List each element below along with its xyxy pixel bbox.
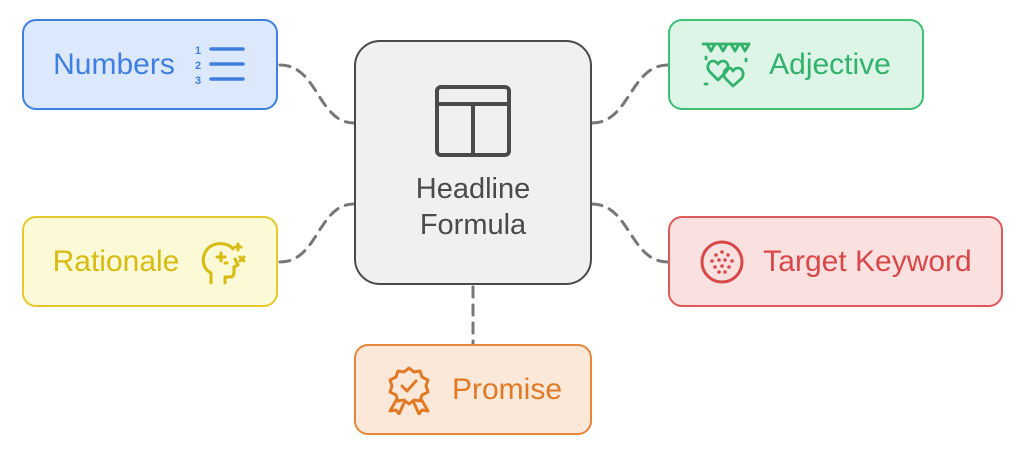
- connector-adjective: [590, 63, 670, 125]
- award-ribbon-icon: [384, 365, 434, 415]
- node-numbers[interactable]: Numbers 1 2 3: [22, 19, 278, 110]
- svg-text:2: 2: [195, 60, 201, 72]
- node-adjective-label: Adjective: [769, 47, 891, 81]
- connector-target-keyword: [590, 202, 670, 264]
- connector-numbers: [278, 63, 356, 125]
- svg-text:3: 3: [195, 75, 201, 87]
- node-numbers-label: Numbers: [53, 47, 175, 81]
- node-promise-label: Promise: [451, 372, 563, 406]
- dotted-circle-icon: [699, 239, 745, 285]
- hearts-bunting-icon: [701, 40, 751, 90]
- center-node-title: Headline Formula: [415, 173, 531, 241]
- thinking-head-icon: [197, 237, 247, 287]
- node-rationale[interactable]: Rationale: [22, 216, 278, 307]
- svg-text:1: 1: [195, 45, 201, 57]
- node-promise[interactable]: Promise: [354, 344, 592, 435]
- node-rationale-label: Rationale: [52, 244, 180, 278]
- center-node[interactable]: Headline Formula: [354, 40, 592, 285]
- numbered-list-icon: 1 2 3: [193, 42, 247, 88]
- node-target-keyword[interactable]: Target Keyword: [668, 216, 1003, 307]
- node-adjective[interactable]: Adjective: [668, 19, 924, 110]
- node-target-keyword-label: Target Keyword: [763, 244, 972, 278]
- layout-table-icon: [434, 84, 512, 158]
- connector-rationale: [278, 202, 356, 264]
